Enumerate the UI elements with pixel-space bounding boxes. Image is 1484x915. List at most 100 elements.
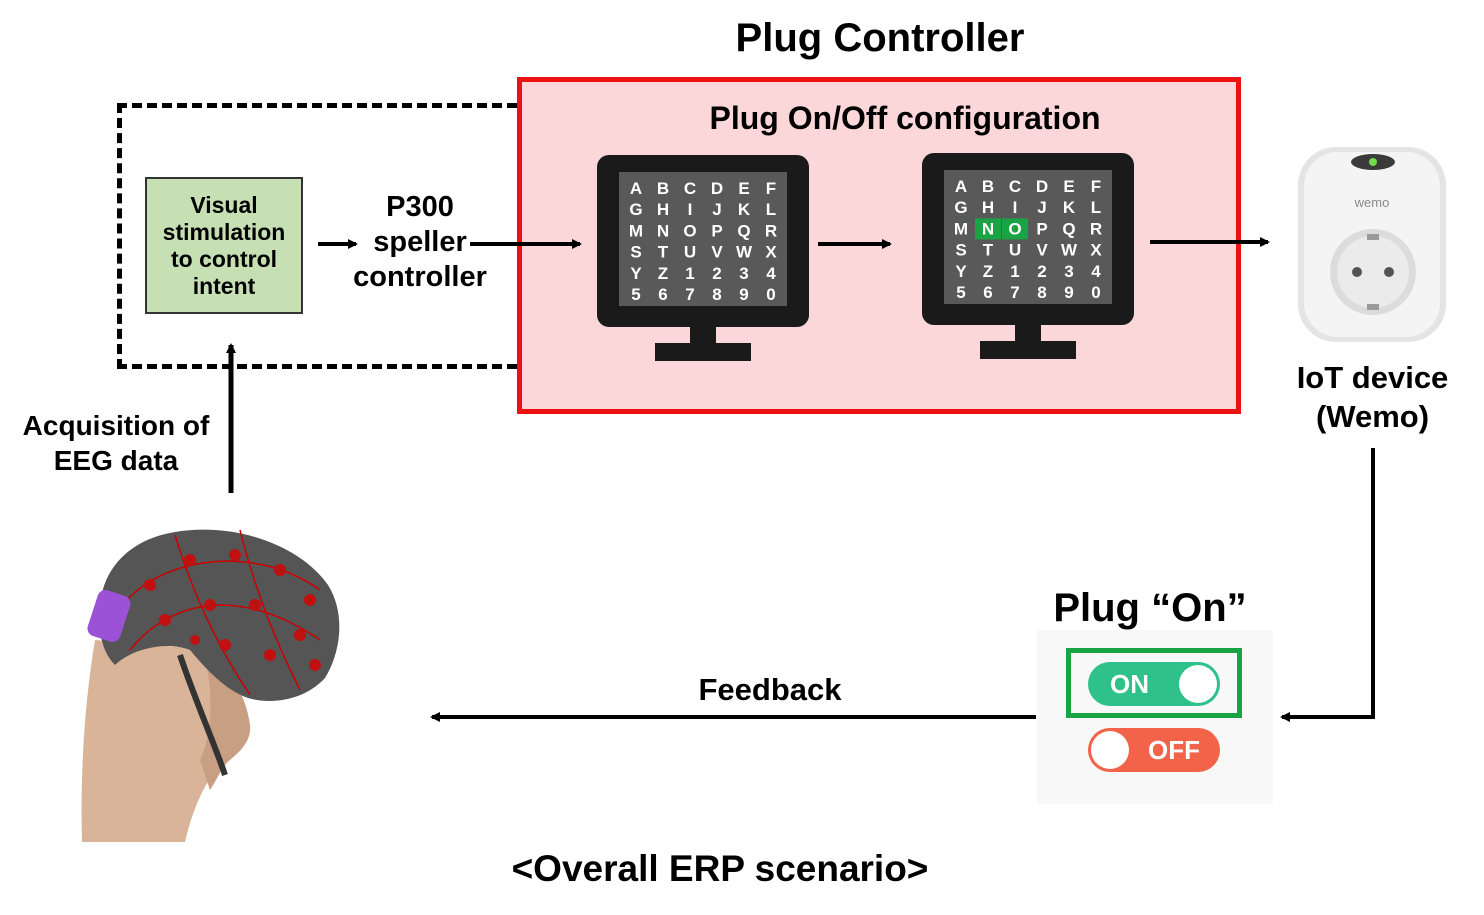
speller-letter: 5 [631,285,640,304]
iot-device-label: IoT device (Wemo) [1296,360,1449,434]
speller-letter: J [712,200,721,219]
on-toggle-knob [1179,665,1217,703]
eeg-headset-image [81,529,340,842]
speller-letter: E [1063,177,1074,196]
speller-letter: Y [955,262,967,281]
speller-letter: Z [658,264,668,283]
speller-letter: B [982,177,994,196]
off-toggle-label: OFF [1148,735,1200,765]
speller-letter: X [765,243,777,262]
speller-letter: M [954,219,968,238]
speller-letter: S [630,243,641,262]
speller-letter: T [658,243,669,262]
speller-letter: C [1009,177,1021,196]
speller-letter: M [629,221,643,240]
speller-letter: 9 [739,285,748,304]
speller-highlight [975,218,1001,240]
speller-letter: A [955,177,967,196]
speller-letter: L [766,200,776,219]
eeg-acquisition-label: Acquisition of EEG data [22,410,210,476]
speller-letter: V [1036,241,1048,260]
speller-letter: O [1008,219,1021,238]
speller-letter: H [657,200,669,219]
speller-letter: U [684,243,696,262]
speller-letter: B [657,179,669,198]
speller-letter: L [1091,198,1101,217]
on-toggle-highlight [1066,648,1242,718]
speller-letter: A [630,179,642,198]
speller-letter: C [684,179,696,198]
visual-stimulation-box: Visual stimulation to control intent [145,177,303,314]
plug-on-label: Plug “On” [1053,586,1247,630]
arrow-iot-to-toggle [1280,448,1375,722]
speller-letter: D [711,179,723,198]
speller-letter: 1 [685,264,694,283]
speller-letter: 9 [1064,283,1073,302]
feedback-label: Feedback [698,672,842,707]
speller-letter: U [1009,241,1021,260]
speller-letter: 7 [685,285,694,304]
speller-letter: 0 [1091,283,1100,302]
speller-letter: R [765,221,777,240]
speller-letter: V [711,243,723,262]
speller-letter: D [1036,177,1048,196]
speller-letter: R [1090,219,1102,238]
speller-letter: G [629,200,642,219]
speller-letter: W [736,243,753,262]
speller-letter: H [982,198,994,217]
speller-letter: 3 [739,264,748,283]
speller-letter: 8 [712,285,721,304]
speller-letter: 3 [1064,262,1073,281]
on-toggle-label: ON [1110,669,1149,699]
speller-letter: G [954,198,967,217]
speller-letter: F [766,179,776,198]
speller-letter: 6 [983,283,992,302]
off-toggle-knob [1091,731,1129,769]
speller-letter: Q [1062,219,1075,238]
visual-stimulation-label: Visual stimulation to control intent [162,191,286,299]
speller-letter: J [1037,198,1046,217]
speller-letter: N [982,219,994,238]
speller-letter: 4 [1091,262,1101,281]
off-toggle-switch[interactable]: OFF [1088,728,1220,772]
speller-letter: Z [983,262,993,281]
speller-letter: W [1061,241,1078,260]
on-toggle-switch[interactable]: ON [1088,662,1220,706]
speller-letter: S [955,241,966,260]
speller-letter: P [1036,219,1047,238]
speller-letter: K [1063,198,1076,217]
speller-letter: P [711,221,722,240]
speller-letter: 7 [1010,283,1019,302]
speller-letter: Y [630,264,642,283]
speller-letter: 8 [1037,283,1046,302]
speller-letter: I [1013,198,1018,217]
speller-letter: N [657,221,669,240]
p300-speller-label: P300 speller controller [353,191,487,293]
speller-letter: 5 [956,283,965,302]
speller-letter: 2 [712,264,721,283]
speller-letter: F [1091,177,1101,196]
wemo-plug-image: wemo [1298,147,1446,342]
wemo-brand-text: wemo [1354,195,1390,210]
speller-letter: E [738,179,749,198]
speller-letter: 6 [658,285,667,304]
speller-letter: O [683,221,696,240]
speller-letter: I [688,200,693,219]
configuration-title: Plug On/Off configuration [709,100,1101,136]
scenario-caption: <Overall ERP scenario> [511,848,929,889]
speller-letter: 0 [766,285,775,304]
speller-letter: 2 [1037,262,1046,281]
dashed-boundary [117,103,517,369]
speller-letter: 1 [1010,262,1019,281]
speller-letter: X [1090,241,1102,260]
speller-highlight [1002,218,1028,240]
plug-controller-title: Plug Controller [735,16,1025,60]
speller-letter: 4 [766,264,776,283]
speller-letter: Q [737,221,750,240]
speller-letter: T [983,241,994,260]
